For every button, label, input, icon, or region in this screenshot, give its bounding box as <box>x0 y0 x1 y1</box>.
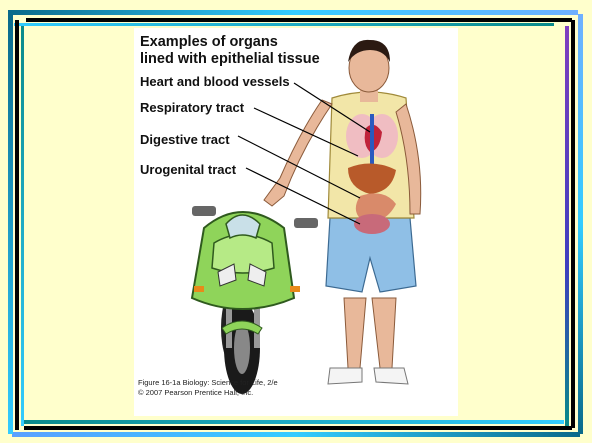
epithelial-figure: Examples of organs lined with epithelial… <box>134 28 458 416</box>
label-urogenital-tract: Urogenital tract <box>140 162 236 177</box>
frame-right-mid <box>571 20 575 428</box>
frame-right-outer <box>578 14 583 434</box>
frame-left-mid <box>15 20 19 430</box>
frame-right-inner <box>565 26 569 426</box>
figure-title: Examples of organs lined with epithelial… <box>140 34 320 68</box>
caption-line-1: Figure 16-1a Biology: Science for Life, … <box>138 378 278 388</box>
label-respiratory-tract: Respiratory tract <box>140 100 244 115</box>
frame-top-inner <box>26 18 572 22</box>
frame-top-outer <box>8 10 578 15</box>
frame-left-inner <box>21 26 24 426</box>
figure-caption: Figure 16-1a Biology: Science for Life, … <box>138 378 278 397</box>
caption-line-2: © 2007 Pearson Prentice Hall, Inc. <box>138 388 278 398</box>
frame-bottom-accent <box>24 420 564 424</box>
man-illustration <box>264 40 421 384</box>
frame-bottom-outer <box>12 432 580 437</box>
label-heart-blood-vessels: Heart and blood vessels <box>140 74 290 89</box>
label-digestive-tract: Digestive tract <box>140 132 230 147</box>
frame-top-accent <box>14 23 554 26</box>
frame-left-outer <box>8 14 13 434</box>
motorcycle-illustration <box>192 206 318 394</box>
title-line-1: Examples of organs <box>140 34 320 51</box>
frame-bottom-inner <box>24 426 572 430</box>
title-line-2: lined with epithelial tissue <box>140 51 320 68</box>
